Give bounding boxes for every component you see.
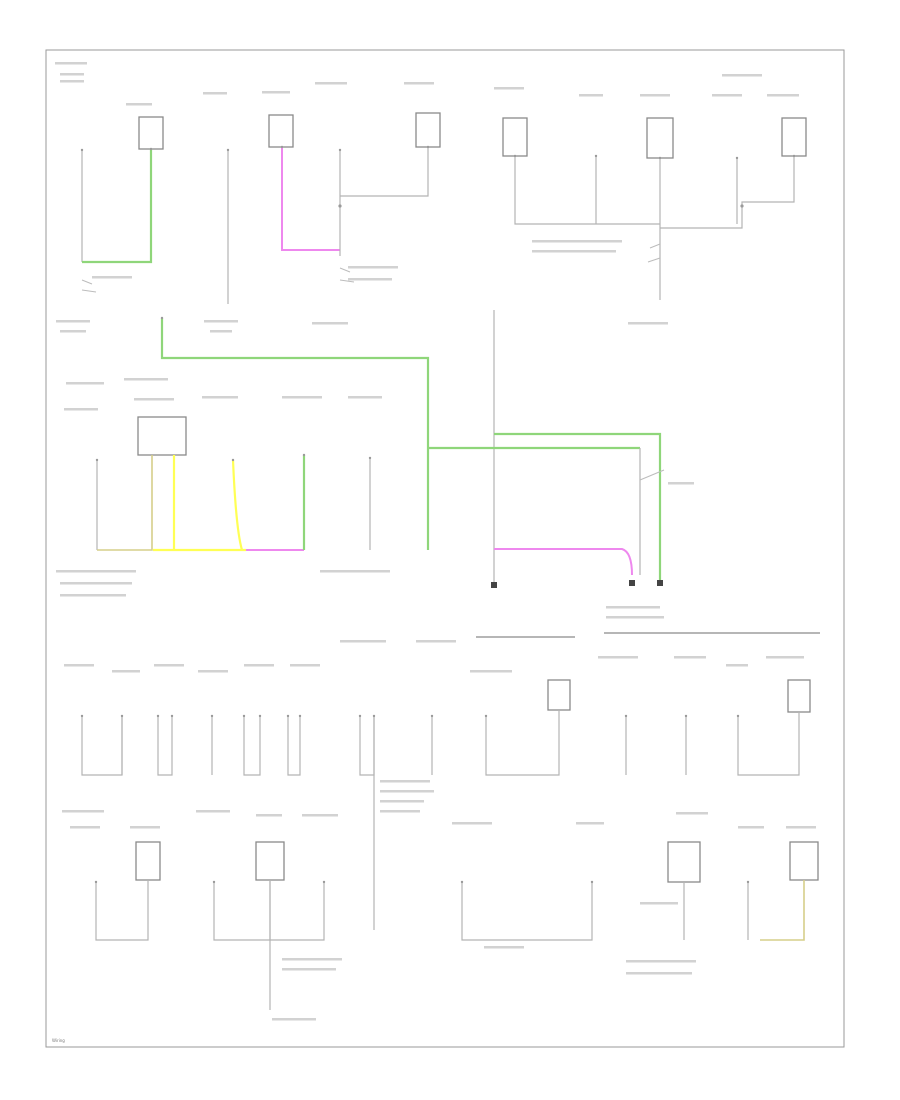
wire-pins [80,145,796,208]
connector-box [547,679,571,711]
ground-terminal [657,580,663,586]
section-bottom-labels [62,810,816,1021]
wire-pins [95,316,372,462]
ground-terminal [491,582,497,588]
section-middle-labels [56,378,694,619]
section-middle-components [56,310,694,619]
label-placeholder-bars [55,62,799,106]
diagram-footer-code: Wiring [52,1038,65,1043]
wire-pins [94,880,750,884]
section-top-components [55,62,807,333]
connector-box [137,416,187,456]
connector-box [268,114,294,148]
connector-box [138,116,164,150]
connector-box [502,117,528,157]
connector-box [415,112,441,148]
diagram-frame [45,49,845,1048]
connector-box [781,117,807,157]
section-lower-components [64,632,820,930]
section-bottom-components [62,810,819,1021]
ground-terminal [629,580,635,586]
connector-box [255,841,285,881]
connector-box [789,841,819,881]
connector-box [135,841,161,881]
wire-pins [80,714,740,718]
connector-box [667,841,701,883]
connector-box [787,679,811,713]
connector-box [646,117,674,159]
section-lower-labels [64,640,804,813]
section-top-bottom-labels [56,240,668,333]
